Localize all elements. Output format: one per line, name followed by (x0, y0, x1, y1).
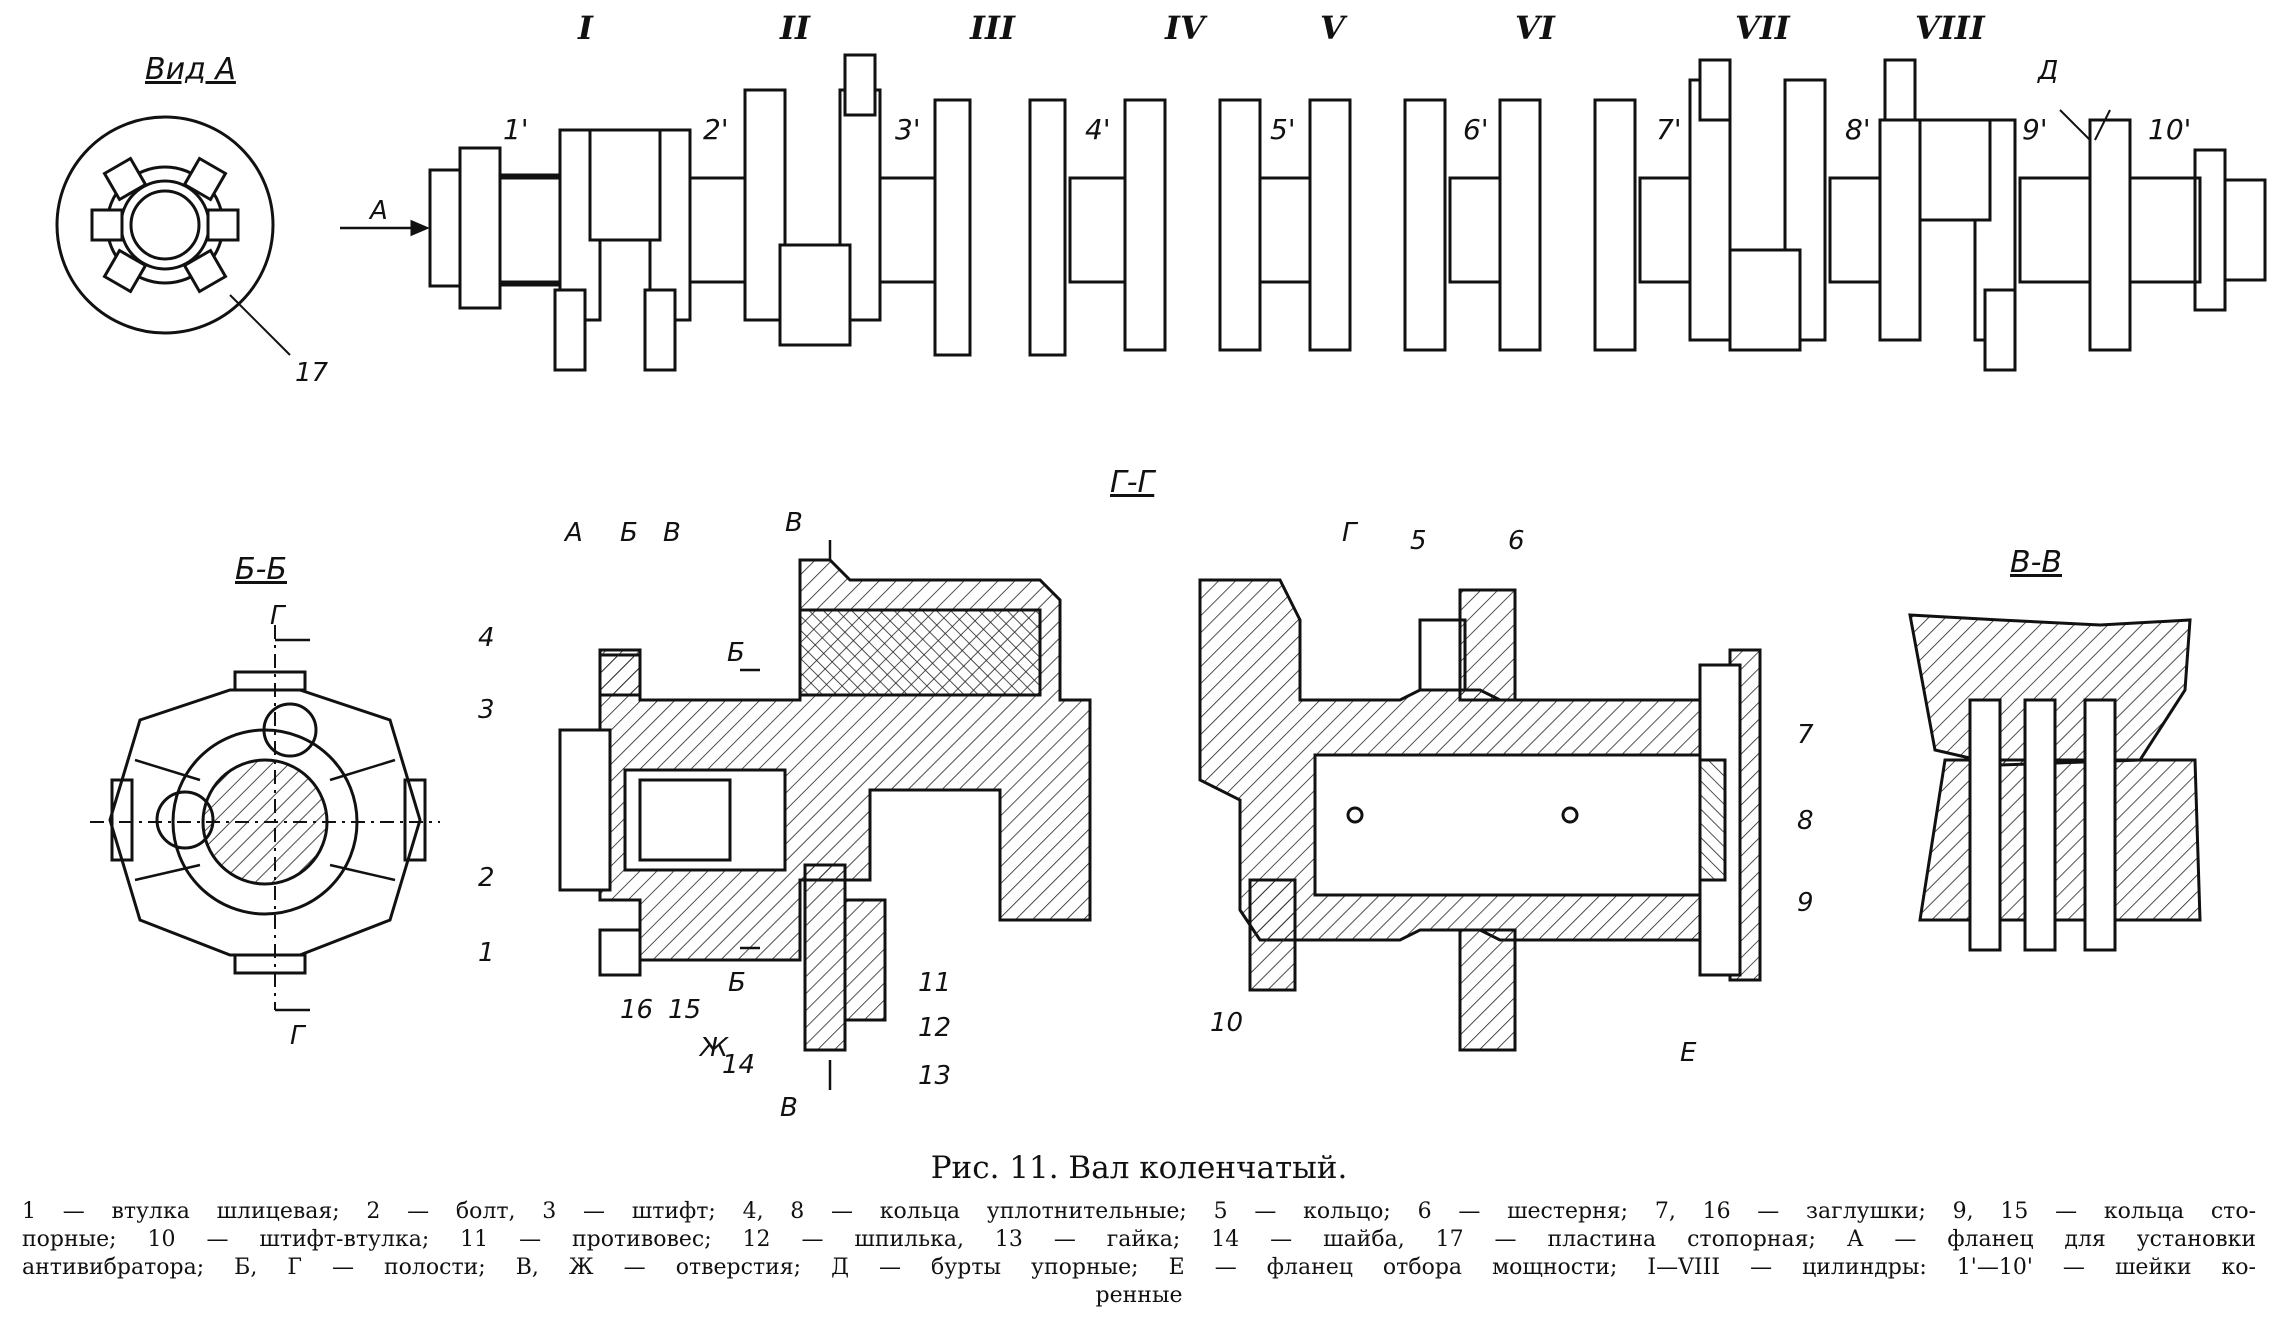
callout-1: 1 (478, 938, 495, 968)
callout-zh: Ж (700, 1033, 729, 1063)
callout-e: Е (1680, 1038, 1697, 1068)
callout-b1: Б (620, 518, 638, 548)
cylinder-label-4: IV (1165, 9, 1205, 47)
crank-web-8 (1218, 98, 1262, 352)
callout-7: 7 (1797, 720, 1814, 750)
crank-web-3 (743, 88, 787, 322)
journal-label-10: 10' (2148, 113, 2192, 146)
counterweight-stud-3 (843, 53, 877, 117)
main-journal-1 (498, 176, 572, 284)
figure-legend: 1 — втулка шлицевая; 2 — болт, 3 — штифт… (22, 1198, 2256, 1310)
journal-label-4: 4' (1085, 113, 1111, 146)
crank-web-5 (933, 98, 972, 357)
counterweight-stud-2 (643, 288, 677, 372)
crank-pin-4 (1918, 118, 1992, 222)
crank-web-6 (1028, 98, 1067, 357)
crank-web-12 (1593, 98, 1637, 352)
crankshaft-side-view (340, 53, 2267, 372)
section-gg-right (1198, 578, 1762, 1052)
counterweight-stud-1 (553, 288, 587, 372)
callout-b2: Б (727, 638, 745, 668)
legend-line-2: порные; 10 — штифт-втулка; 11 — противов… (22, 1227, 2256, 1252)
journal-label-5: 5' (1270, 113, 1296, 146)
crank-pin-3 (1728, 248, 1802, 352)
callout-15: 15 (668, 995, 702, 1025)
journal-label-7: 7' (1656, 113, 1682, 146)
cylinder-label-8: VIII (1915, 9, 1985, 47)
journal-label-6: 6' (1463, 113, 1489, 146)
cut-label-v-top: В (785, 508, 803, 538)
crank-web-15 (1878, 118, 1922, 342)
journal-label-8: 8' (1845, 113, 1871, 146)
callout-6: 6 (1508, 526, 1525, 556)
callout-v-hole: В (663, 518, 681, 548)
callout-b3: Б (728, 968, 746, 998)
cylinder-label-7: VII (1735, 9, 1790, 47)
cut-label-g-top: Г (270, 601, 285, 631)
figure-title: Рис. 11. Вал коленчатый. (930, 1150, 1348, 1186)
section-bb-title: Б-Б (235, 552, 287, 587)
callout-11: 11 (918, 968, 952, 998)
legend-line-3: антивибратора; Б, Г — полости; В, Ж — от… (22, 1255, 2256, 1280)
callout-17: 17 (295, 358, 329, 388)
main-journal-9 (2018, 176, 2092, 284)
callout-3: 3 (478, 695, 495, 725)
cylinder-label-6: VI (1515, 9, 1555, 47)
legend-line-4: ренные (1095, 1283, 1183, 1308)
section-bb (90, 625, 440, 1012)
crank-web-17 (2088, 118, 2132, 352)
counterweight-stud-6 (1983, 288, 2017, 372)
callout-4: 4 (478, 623, 495, 653)
main-journal-10 (2128, 176, 2202, 284)
view-a-title: Вид А (145, 52, 236, 87)
cylinder-label-2: II (780, 9, 810, 47)
crank-web-9 (1308, 98, 1352, 352)
callout-14: 14 (722, 1050, 756, 1080)
callout-13: 13 (918, 1061, 952, 1091)
callout-2: 2 (478, 863, 495, 893)
cylinder-label-1: I (578, 9, 593, 47)
callout-5: 5 (1410, 526, 1427, 556)
cut-label-v-bottom: В (780, 1093, 798, 1123)
view-a-flange (55, 115, 291, 356)
journal-label-1: 1' (503, 113, 529, 146)
arrow-label-a: A (370, 196, 388, 226)
crank-pin-1 (588, 128, 662, 242)
crank-web-10 (1403, 98, 1447, 352)
journal-label-9: 9' (2022, 113, 2048, 146)
callout-10: 10 (1210, 1008, 1244, 1038)
journal-label-2: 2' (703, 113, 729, 146)
section-gg-left (558, 540, 1092, 1090)
section-gg-title: Г-Г (1110, 465, 1155, 500)
cylinder-label-3: III (970, 9, 1015, 47)
callout-g-cavity: Г (1342, 518, 1357, 548)
journal-label-3: 3' (895, 113, 921, 146)
callout-8: 8 (1797, 806, 1814, 836)
callout-12: 12 (918, 1013, 952, 1043)
callout-a-flange: А (565, 518, 583, 548)
callout-9: 9 (1797, 888, 1814, 918)
section-vv (1908, 613, 2202, 952)
legend-line-1: 1 — втулка шлицевая; 2 — болт, 3 — штифт… (22, 1199, 2256, 1224)
callout-16: 16 (620, 995, 654, 1025)
counterweight-stud-5 (1883, 58, 1917, 122)
cut-label-g-bottom: Г (290, 1021, 305, 1051)
callout-d: Д (2038, 56, 2059, 86)
crank-web-7 (1123, 98, 1167, 352)
crank-pin-2 (778, 243, 852, 347)
cylinder-label-5: V (1320, 9, 1345, 47)
section-vv-title: В-В (2010, 545, 2062, 580)
crank-web-11 (1498, 98, 1542, 352)
counterweight-stud-4 (1698, 58, 1732, 122)
